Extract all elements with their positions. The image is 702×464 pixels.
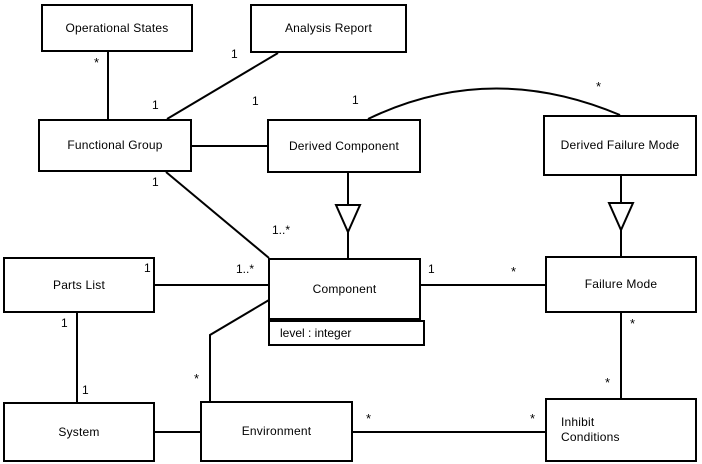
association-component--environment	[209, 299, 270, 401]
class-name-functional-group: Functional Group	[67, 138, 163, 152]
multiplicity-label: *	[366, 411, 372, 426]
multiplicity-label: 1..*	[236, 262, 255, 276]
uml-class-functional-group[interactable]: Functional Group	[38, 119, 192, 172]
class-name-failure-mode: Failure Mode	[584, 277, 658, 291]
class-name-derived-failure-mode: Derived Failure Mode	[560, 138, 680, 152]
multiplicity-label: *	[630, 316, 636, 331]
uml-class-environment[interactable]: Environment	[200, 401, 353, 462]
uml-class-component[interactable]: Component	[268, 258, 421, 320]
uml-class-derived-component[interactable]: Derived Component	[267, 119, 421, 173]
class-name-environment: Environment	[241, 424, 312, 438]
multiplicity-label: 1..*	[272, 223, 291, 237]
multiplicity-label: 1	[82, 383, 89, 397]
association-derived-component--component-generalization	[334, 173, 362, 258]
multiplicity-label: 1	[152, 175, 159, 189]
multiplicity-label: 1	[352, 93, 359, 107]
association-functional-group--analysis-report	[166, 52, 279, 120]
multiplicity-label: 1	[144, 261, 151, 275]
class-name-operational-states: Operational States	[65, 20, 169, 35]
multiplicity-label: 1	[428, 262, 435, 276]
multiplicity-label: *	[194, 371, 200, 386]
uml-class-failure-mode[interactable]: Failure Mode	[545, 256, 697, 313]
multiplicity-label: *	[511, 264, 517, 279]
association-derived-failure-mode--failure-mode-generalization	[607, 176, 635, 256]
association-derived-component--derived-failure-mode	[367, 87, 621, 120]
class-name-parts-list: Parts List	[52, 277, 105, 292]
multiplicity-label: 1	[252, 94, 259, 108]
multiplicity-label: *	[605, 375, 611, 390]
multiplicity-label: 1	[61, 316, 68, 330]
multiplicity-label: *	[596, 79, 602, 94]
class-name-component: Component	[312, 281, 377, 296]
generalization-arrowhead	[607, 202, 635, 233]
multiplicity-label: *	[530, 411, 536, 426]
uml-class-analysis-report[interactable]: Analysis Report	[250, 4, 407, 53]
class-name-analysis-report: Analysis Report	[284, 21, 373, 35]
uml-class-system[interactable]: System	[3, 402, 155, 462]
class-attribute-component: level : integer	[268, 320, 425, 346]
class-name-system: System	[58, 424, 100, 439]
multiplicity-label: 1	[152, 98, 159, 112]
uml-class-derived-failure-mode[interactable]: Derived Failure Mode	[543, 115, 697, 176]
class-name-derived-component: Derived Component	[288, 138, 400, 153]
uml-class-operational-states[interactable]: Operational States	[41, 4, 193, 52]
uml-class-parts-list[interactable]: Parts List	[3, 257, 155, 313]
association-functional-group--component	[165, 171, 270, 259]
multiplicity-label: 1	[231, 47, 238, 61]
generalization-arrowhead	[334, 204, 362, 235]
multiplicity-label: *	[94, 55, 100, 70]
